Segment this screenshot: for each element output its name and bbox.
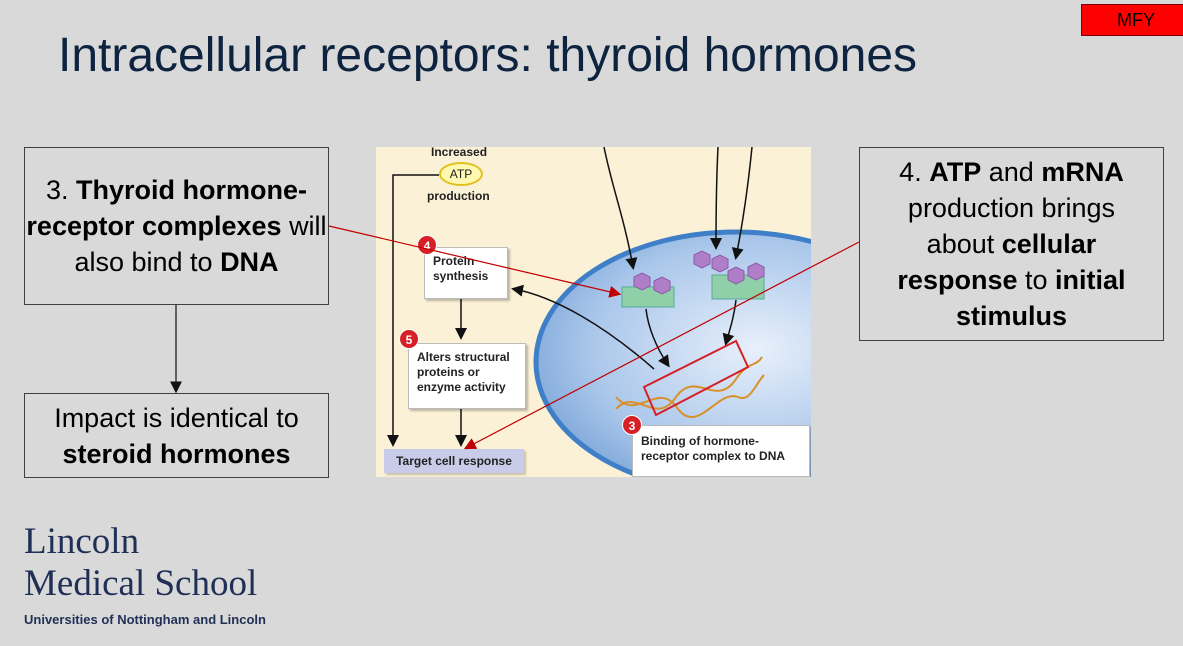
logo-universities: Universities of Nottingham and Lincoln	[24, 612, 266, 627]
cellular-response-box: 4. ATP and mRNA production brings about …	[859, 147, 1164, 341]
protein-synthesis-box: Protein synthesis	[424, 247, 508, 299]
increased-label: Increased	[431, 147, 488, 159]
box4-bold-initial-stimulus: initial stimulus	[955, 265, 1126, 331]
box4-text-and: and	[988, 157, 1034, 187]
thyroid-dna-binding-box: 3. Thyroid hormone-receptor complexes wi…	[24, 147, 329, 305]
box4-bold-atp: ATP	[929, 157, 982, 187]
thyroid-receptor-figure: Increased ATP production Protein synthes…	[376, 147, 811, 477]
box4-number: 4.	[899, 157, 922, 187]
impact-text-bold: steroid hormones	[62, 438, 291, 469]
alters-proteins-box: Alters structural proteins or enzyme act…	[408, 343, 526, 409]
logo-medical-school: Medical School	[24, 563, 258, 604]
dna-binding-box: Binding of hormone-receptor complex to D…	[632, 425, 810, 477]
logo-lincoln: Lincoln	[24, 521, 140, 562]
target-cell-response: Target cell response	[384, 449, 524, 473]
impact-text-plain: Impact is identical to	[54, 402, 299, 433]
box3-number: 3.	[45, 175, 69, 205]
box4-bold-mrna: mRNA	[1041, 157, 1124, 187]
alters-proteins-label: Alters structural proteins or enzyme act…	[417, 350, 510, 394]
dna-binding-label: Binding of hormone-receptor complex to D…	[641, 434, 786, 463]
box3-text-bind: will also bind to	[74, 211, 327, 277]
box4-text-to: to	[1025, 265, 1048, 295]
atp-oval: ATP	[439, 162, 483, 186]
impact-box: Impact is identical to steroid hormones	[24, 393, 329, 478]
mfy-badge: MFY	[1081, 4, 1183, 36]
step-4-badge: 4	[417, 235, 437, 255]
production-label: production	[427, 189, 490, 203]
page-title: Intracellular receptors: thyroid hormone…	[58, 29, 918, 82]
box3-bold-complexes: Thyroid hormone-receptor complexes	[26, 175, 308, 241]
impact-text: Impact is identical to steroid hormones	[54, 400, 299, 472]
box4-text-production: production brings about	[907, 193, 1116, 259]
box4-text: 4. ATP and mRNA production brings about …	[860, 154, 1163, 334]
box3-bold-dna: DNA	[220, 247, 279, 277]
box3-text: 3. Thyroid hormone-receptor complexes wi…	[25, 172, 328, 280]
step-5-badge: 5	[399, 329, 419, 349]
step-3-badge: 3	[622, 415, 642, 435]
box4-bold-cellular-response: cellular response	[897, 229, 1097, 295]
protein-synthesis-label: Protein synthesis	[433, 254, 489, 283]
